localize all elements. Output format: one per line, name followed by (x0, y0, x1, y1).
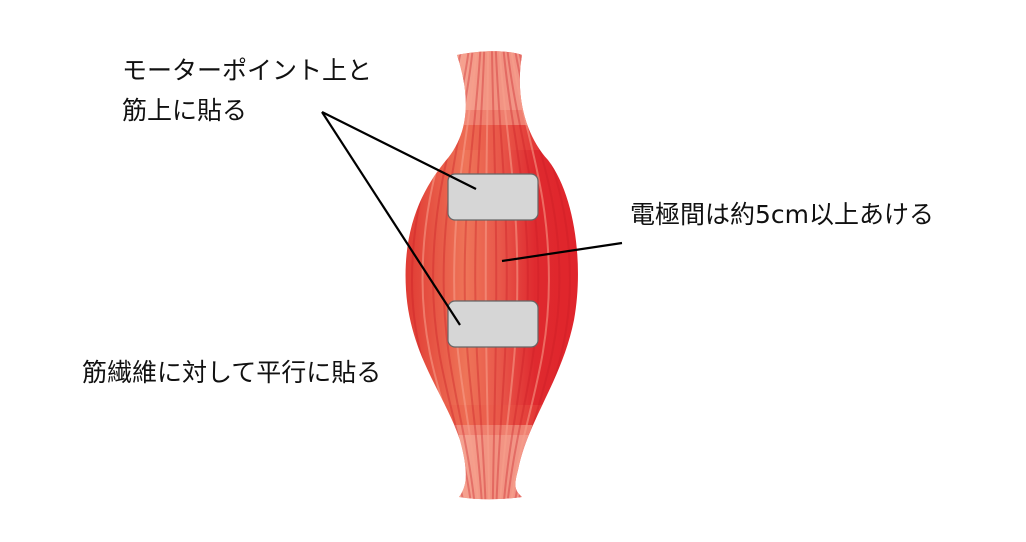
muscle-fiber-line (490, 51, 498, 500)
muscle-fiber-line (474, 51, 487, 500)
muscle-fiber-line (498, 51, 519, 500)
muscle-fiber-line (505, 51, 540, 500)
leader-line-bottom-electrode (321, 111, 461, 326)
muscle-fiber-line (463, 51, 483, 500)
muscle-fiber-line (494, 51, 508, 500)
electrode-bottom (447, 300, 539, 348)
leader-line-distance (501, 241, 623, 263)
parallel-fiber-label: 筋繊維に対して平行に貼る (82, 358, 382, 387)
muscle-fiber-line (502, 51, 529, 500)
leader-line-top-electrode (321, 111, 477, 190)
muscle-fiber-line (484, 51, 491, 500)
electrode-distance-label: 電極間は約5cm以上あける (630, 200, 935, 229)
muscle-fiber-line (509, 51, 550, 500)
motor-point-label-line1: モーターポイント上と (122, 56, 373, 85)
motor-point-label-line2: 筋上に貼る (122, 96, 248, 125)
leader-lines (321, 111, 623, 326)
muscle-fiber-line (453, 51, 480, 500)
